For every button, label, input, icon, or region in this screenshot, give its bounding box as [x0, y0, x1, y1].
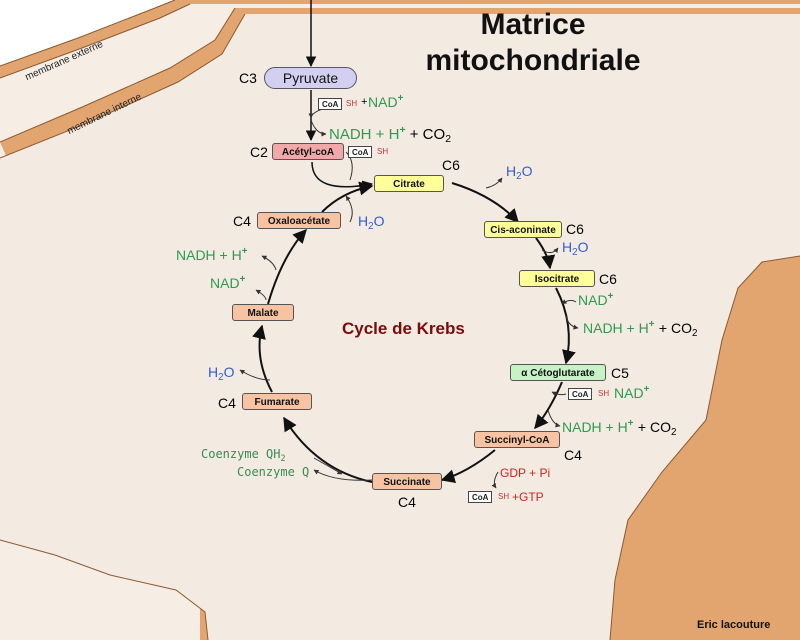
coa-box-top: CoA — [318, 98, 343, 110]
fumarate-node: Fumarate — [242, 393, 312, 410]
malate-node: Malate — [232, 304, 294, 321]
arrow-succinate-fumarate — [283, 416, 373, 483]
acetyl-carbon: C2 — [250, 144, 268, 160]
pyruvate-node: Pyruvate — [264, 67, 357, 89]
isocitrate-node: Isocitrate — [519, 270, 595, 287]
sh-top: SH — [346, 99, 358, 108]
plus-top: + — [361, 96, 368, 108]
gdp-pi: GDP + Pi — [500, 466, 551, 480]
cis-aconitate-carbon: C6 — [566, 221, 584, 237]
alpha-ketoglutarate-carbon: C5 — [611, 365, 629, 381]
nad-top: NAD+ — [368, 93, 404, 110]
arrow-isocitrate-akg — [555, 287, 576, 365]
isocitrate-carbon: C6 — [599, 271, 617, 287]
nad-akg: NAD+ — [614, 384, 650, 401]
alpha-ketoglutarate-node: α Cétoglutarate — [510, 364, 606, 381]
sh-acetyl: SH — [377, 147, 389, 156]
arrow-fumarate-malate — [252, 324, 273, 393]
arrow-malate-oxaloacetate — [267, 228, 307, 305]
matrix — [0, 14, 800, 640]
nadh-co2-isocitrate: NADH + H+ + CO2 — [583, 319, 698, 339]
plus-gtp: +GTP — [512, 490, 544, 504]
nadh-co2-top: NADH + H+ + CO2 — [329, 124, 452, 145]
author-credit: Eric lacouture — [697, 619, 771, 631]
fumarate-carbon: C4 — [218, 395, 236, 411]
nadh-co2-akg: NADH + H+ + CO2 — [562, 418, 677, 438]
cycle-title: Cycle de Krebs — [342, 319, 465, 338]
succinate-node: Succinate — [372, 473, 442, 490]
oxaloacetate-node: Oxaloacétate — [257, 212, 341, 229]
arrow-akg-succinylcoa — [534, 381, 563, 430]
coa-box-akg: CoA — [568, 388, 593, 400]
citrate-carbon: C6 — [442, 157, 460, 173]
acetyl-coa-node: Acétyl-coA — [272, 143, 344, 160]
coa-box-acetyl: CoA — [348, 146, 373, 158]
arrow-cisaconitate-isocitrate — [535, 237, 556, 270]
sh-succinyl: SH — [498, 492, 510, 501]
succinate-carbon: C4 — [398, 494, 416, 510]
title-line2: mitochondriale — [425, 44, 641, 77]
arrow-citrate-cisaconitate — [451, 182, 519, 224]
citrate-node: Citrate — [374, 175, 444, 192]
h2o-fumarate: H2O — [208, 364, 235, 383]
succinyl-coa-carbon: C4 — [564, 447, 582, 463]
cis-aconitate-node: Cis-aconinate — [484, 221, 562, 238]
coa-box-succinyl: CoA — [468, 491, 493, 503]
arrow-acetyl-citrate — [311, 161, 374, 191]
nad-malate: NAD+ — [210, 274, 246, 291]
nad-isocitrate: NAD+ — [578, 291, 614, 308]
oxaloacetate-carbon: C4 — [233, 213, 251, 229]
succinyl-coa-node: Succinyl-CoA — [474, 431, 560, 448]
coenzyme-qh2: Coenzyme QH2 — [201, 447, 286, 463]
sh-akg: SH — [598, 389, 610, 398]
h2o-citrate: H2O — [506, 163, 533, 182]
pyruvate-carbon: C3 — [239, 70, 257, 86]
nadh-malate: NADH + H+ — [176, 246, 248, 263]
title-line1: Matrice — [480, 8, 586, 41]
arrow-succinylcoa-succinate — [440, 449, 496, 483]
h2o-cis: H2O — [562, 239, 589, 258]
coenzyme-q: Coenzyme Q — [237, 465, 310, 479]
h2o-oxaloacetate: H2O — [358, 213, 385, 232]
